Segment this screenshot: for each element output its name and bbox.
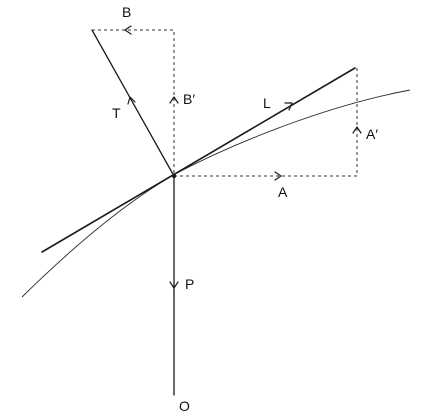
arrow-a <box>274 171 282 181</box>
line-t <box>91 29 175 177</box>
label-o: O <box>179 398 190 414</box>
curve <box>21 89 411 298</box>
label-b-prime: B′ <box>183 91 195 107</box>
arrow-b-prime <box>169 96 179 104</box>
arrow-l <box>284 102 293 111</box>
label-l: L <box>263 95 271 111</box>
label-t: T <box>112 105 121 121</box>
origin-point <box>171 173 177 179</box>
line-l <box>41 67 356 253</box>
arrow-p <box>169 281 179 289</box>
arrow-t <box>127 96 136 105</box>
label-a: A <box>278 184 288 200</box>
label-b: B <box>122 4 131 20</box>
dashed-a-construction <box>174 68 358 177</box>
arrow-b <box>124 25 132 35</box>
label-a-prime: A′ <box>366 126 378 142</box>
arrow-a-prime <box>352 126 362 134</box>
label-p: P <box>185 276 194 292</box>
